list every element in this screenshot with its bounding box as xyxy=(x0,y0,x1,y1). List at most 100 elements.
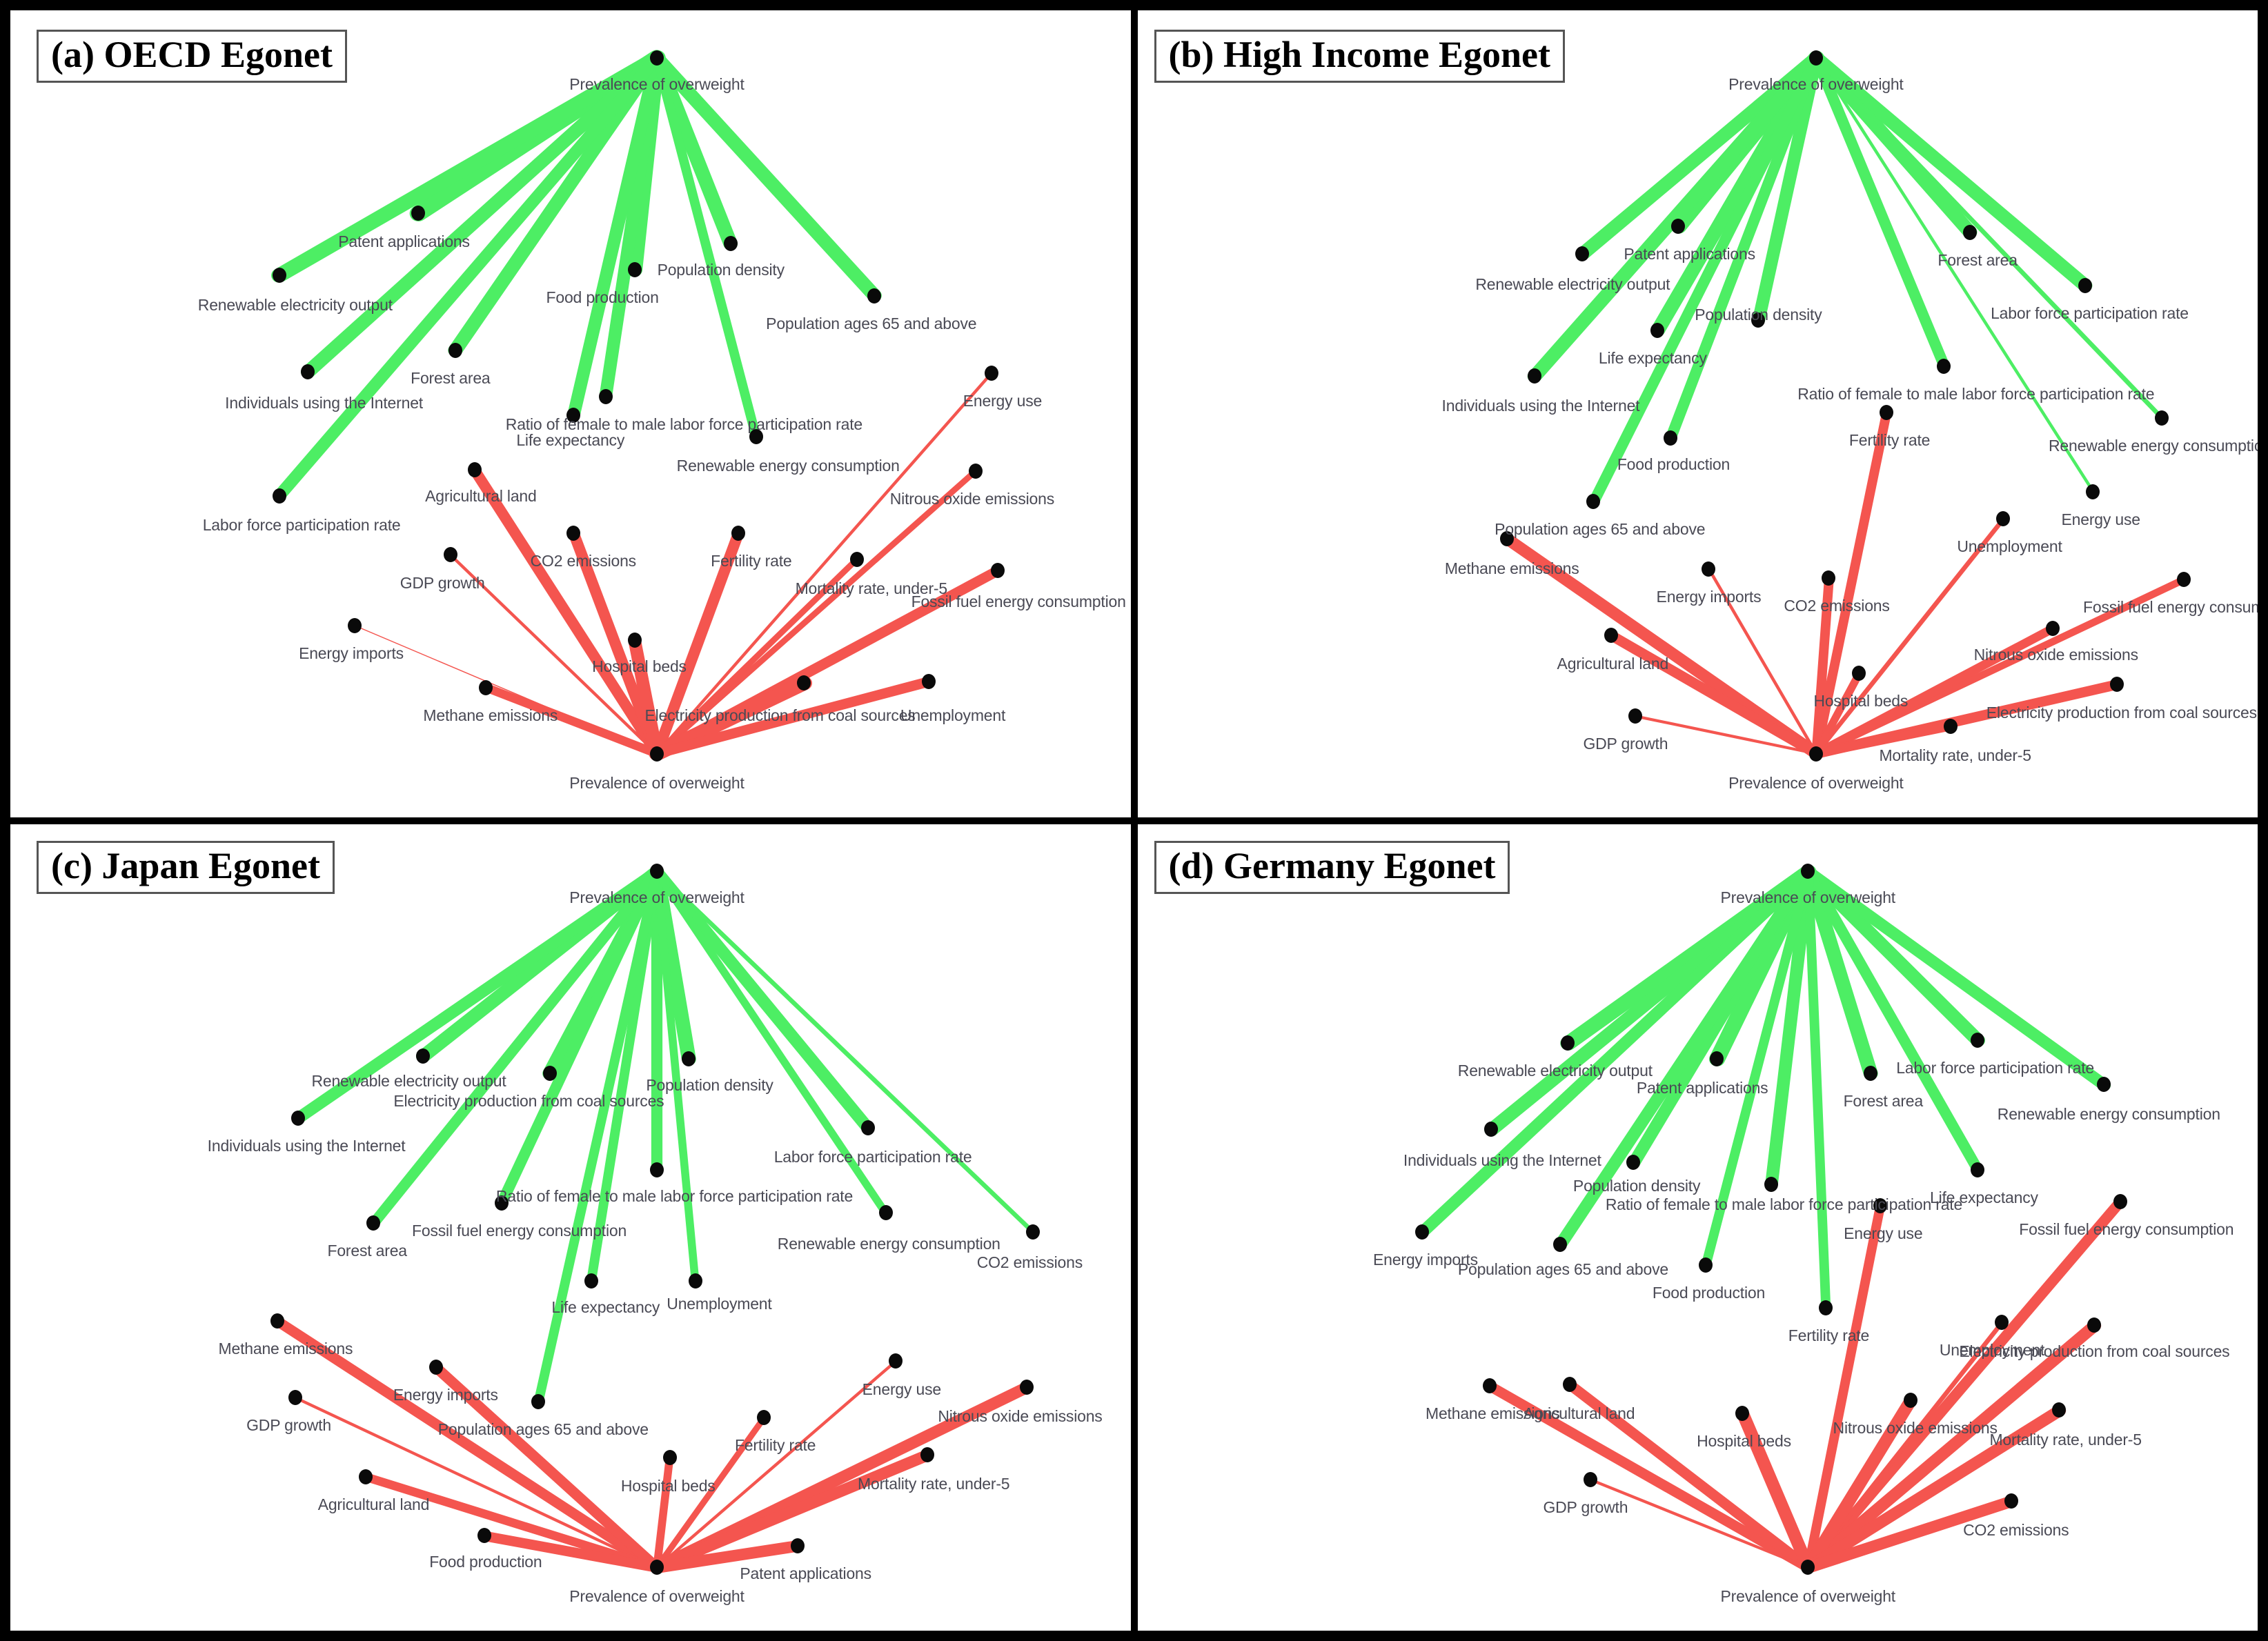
node-label: Mortality rate, under-5 xyxy=(1989,1430,2142,1449)
edge xyxy=(1803,1201,1885,1572)
node-label: Renewable energy consumption xyxy=(676,457,900,475)
node-label: Energy imports xyxy=(393,1385,498,1404)
graph-node xyxy=(1663,430,1677,446)
ego-node-label: Prevalence of overweight xyxy=(569,1587,745,1606)
edge xyxy=(1802,1495,2018,1573)
node-label: Hospital beds xyxy=(592,657,687,675)
graph-node xyxy=(416,1048,431,1064)
edge xyxy=(1810,52,1950,372)
node-label: Unemployment xyxy=(667,1295,772,1313)
panel-c-edges xyxy=(272,865,1036,1573)
graph-node xyxy=(878,1205,893,1221)
graph-node xyxy=(662,1450,677,1466)
graph-node xyxy=(2113,1193,2127,1209)
node-label: Methane emissions xyxy=(423,706,558,724)
graph-node xyxy=(291,1110,306,1126)
graph-node xyxy=(495,1195,509,1211)
graph-node xyxy=(1026,1224,1041,1240)
graph-node xyxy=(1852,665,1866,681)
graph-node xyxy=(791,1538,805,1553)
node-label: Ratio of female to male labor force part… xyxy=(505,415,863,433)
graph-node xyxy=(358,1469,373,1484)
edge xyxy=(651,528,745,759)
graph-node xyxy=(2078,277,2092,293)
edge xyxy=(360,1472,662,1572)
node-label: Nitrous oxide emissions xyxy=(938,1407,1103,1426)
node-label: Nitrous oxide emissions xyxy=(889,490,1055,508)
edge xyxy=(649,675,812,762)
edge xyxy=(271,50,665,283)
edge xyxy=(1416,866,1815,1237)
node-label: Renewable electricity output xyxy=(311,1071,506,1090)
node-label: Forest area xyxy=(411,369,491,387)
graph-node xyxy=(1671,219,1686,235)
node-label: Energy imports xyxy=(1656,588,1762,606)
node-label: Individuals using the Internet xyxy=(1441,396,1640,415)
graph-node xyxy=(1996,511,2011,527)
graph-node xyxy=(922,674,936,690)
node-label: Forest area xyxy=(1937,250,2018,269)
node-label: Population ages 65 and above xyxy=(1457,1260,1669,1279)
graph-node xyxy=(990,563,1005,579)
node-label: Electricity production from coal sources xyxy=(1986,703,2257,722)
graph-node xyxy=(1863,1065,1877,1081)
edge xyxy=(653,468,979,757)
graph-node xyxy=(688,1273,702,1289)
ego-node-label: Prevalence of overweight xyxy=(1728,773,1904,792)
graph-node xyxy=(598,388,613,404)
graph-node xyxy=(920,1447,934,1463)
node-label: Population density xyxy=(1572,1177,1701,1195)
graph-node xyxy=(968,464,983,479)
graph-node xyxy=(1527,368,1541,384)
edge xyxy=(568,528,663,759)
edge xyxy=(649,51,882,302)
node-label: Agricultural land xyxy=(1523,1404,1635,1423)
graph-node xyxy=(1626,1155,1641,1171)
graph-node xyxy=(347,617,362,633)
edge xyxy=(655,1360,897,1569)
panel-japan-egonet: (c) Japan Egonet Renewable electricity o… xyxy=(7,820,1134,1634)
graph-node xyxy=(2086,484,2100,499)
node-label: Fossil fuel energy consumption xyxy=(2019,1220,2234,1238)
node-label: Food production xyxy=(1617,455,1730,474)
graph-node xyxy=(531,1393,546,1409)
node-label: Life expectancy xyxy=(1929,1188,2038,1206)
graph-node xyxy=(467,462,482,478)
panel-b-edges xyxy=(1500,50,2189,759)
edge xyxy=(1500,533,1823,759)
graph-node xyxy=(723,236,738,252)
ego-node xyxy=(649,864,664,879)
node-label: Fertility rate xyxy=(1848,430,1931,449)
node-label: Mortality rate, under-5 xyxy=(795,579,948,597)
node-label: Energy use xyxy=(963,392,1043,410)
edge xyxy=(1588,52,1822,507)
graph-node xyxy=(1764,1176,1778,1192)
edge xyxy=(1564,1379,1814,1573)
node-label: Energy use xyxy=(2061,510,2141,528)
edge xyxy=(300,51,664,379)
node-label: Labor force participation rate xyxy=(1896,1058,2095,1077)
graph-node xyxy=(2097,1077,2111,1093)
graph-node xyxy=(1552,1237,1567,1253)
graph-node xyxy=(1822,570,1836,586)
graph-node xyxy=(849,551,864,567)
graph-node xyxy=(2004,1493,2018,1509)
edge xyxy=(1811,573,1834,758)
node-label: Life expectancy xyxy=(1598,348,1707,367)
graph-node xyxy=(2154,410,2169,426)
edge xyxy=(650,1449,934,1573)
graph-node xyxy=(1583,1471,1597,1487)
ego-node xyxy=(649,50,664,66)
node-label: Ratio of female to male labor force part… xyxy=(495,1186,854,1205)
node-label: Nitrous oxide emissions xyxy=(1833,1419,1998,1437)
node-label: Fossil fuel energy consumption xyxy=(911,592,1126,610)
graph-node xyxy=(1710,1051,1724,1066)
graph-node xyxy=(1586,494,1601,510)
edge xyxy=(650,866,875,1134)
edge xyxy=(478,1530,663,1573)
graph-node xyxy=(649,1162,664,1177)
node-label: GDP growth xyxy=(1543,1498,1628,1516)
node-label: Ratio of female to male labor force part… xyxy=(1605,1195,1963,1214)
